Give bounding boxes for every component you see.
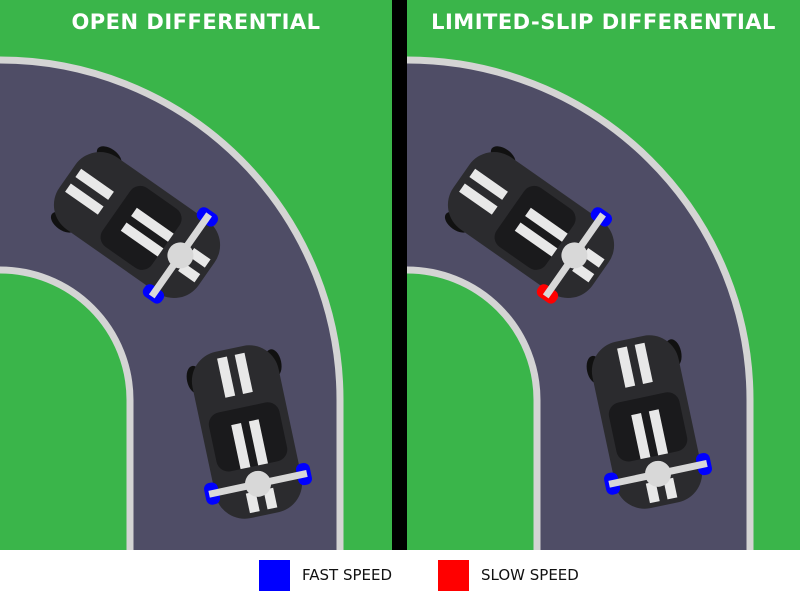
car-straight bbox=[582, 328, 713, 516]
differential-hub bbox=[167, 242, 194, 269]
slow-speed-swatch bbox=[438, 560, 469, 591]
panel-title-limited-slip: LIMITED-SLIP DIFFERENTIAL bbox=[431, 10, 776, 34]
panel-open-differential bbox=[0, 0, 392, 550]
slow-speed-label: SLOW SPEED bbox=[481, 566, 579, 584]
inner-curb bbox=[0, 266, 134, 550]
fast-speed-label: FAST SPEED bbox=[302, 566, 393, 584]
differential-hub bbox=[245, 470, 272, 497]
legend: FAST SPEED SLOW SPEED bbox=[0, 550, 800, 600]
car-cornering bbox=[433, 136, 629, 314]
panel-title-open: OPEN DIFFERENTIAL bbox=[71, 10, 321, 34]
car-cornering bbox=[39, 136, 235, 314]
outer-curb bbox=[0, 56, 344, 550]
divider bbox=[392, 0, 407, 550]
differential-hub bbox=[645, 460, 672, 487]
panel-limited-slip-differential bbox=[406, 0, 800, 550]
outer-curb bbox=[406, 56, 754, 550]
inner-curb bbox=[406, 266, 541, 550]
differential-hub bbox=[561, 242, 588, 269]
fast-speed-swatch bbox=[259, 560, 290, 591]
car-straight bbox=[182, 338, 313, 526]
